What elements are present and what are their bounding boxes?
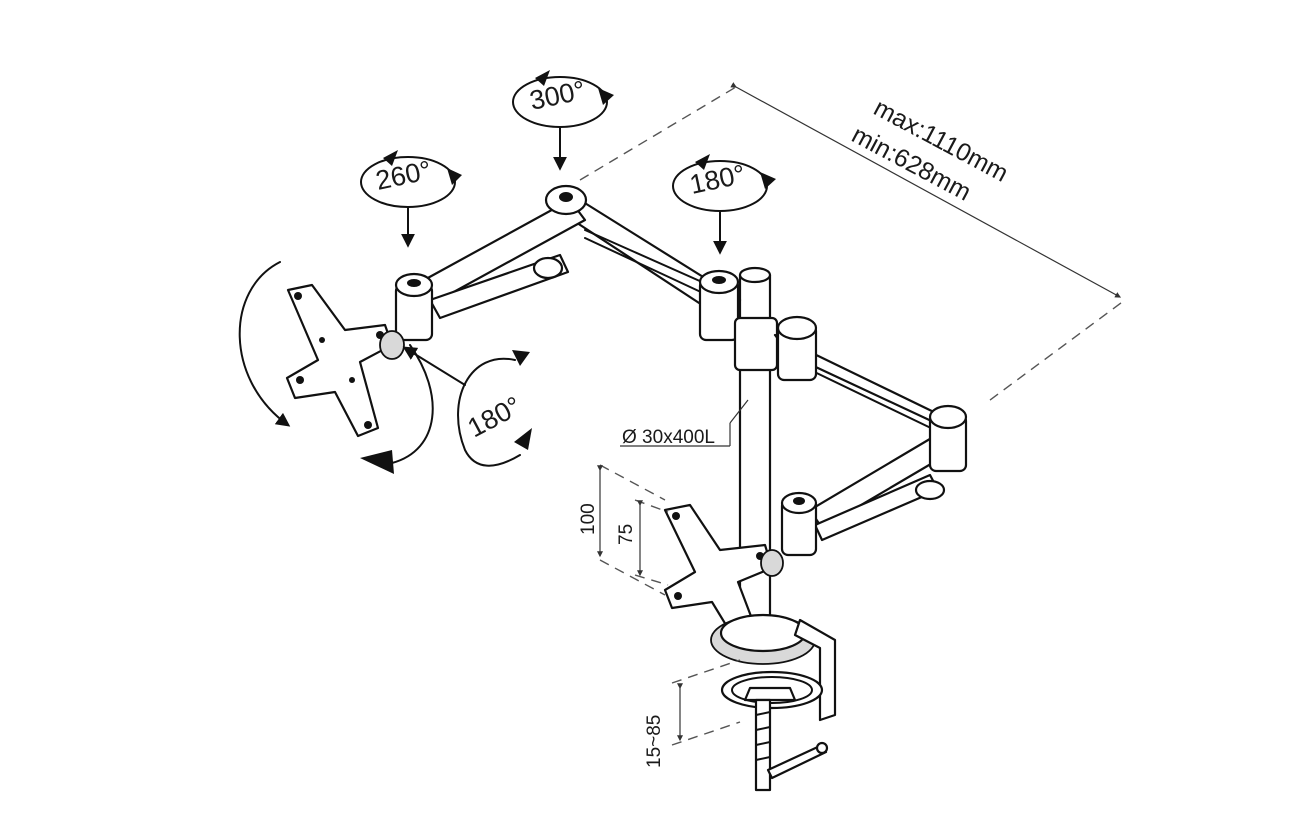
clamp-range-label: 15~85 (644, 715, 665, 768)
tilt-arrow: 180° (402, 346, 532, 467)
right-arm-assembly (773, 315, 968, 557)
vesa-small-label: 75 (616, 524, 637, 545)
tilt-label: 180° (463, 391, 526, 444)
lower-vesa-plate (663, 503, 784, 650)
left-arm-assembly (394, 184, 779, 372)
pole-spec-label: Ø 30x400L (622, 427, 715, 448)
rotation-badge-left: 260° (360, 150, 462, 248)
desk-clamp (710, 613, 837, 792)
reach-dimension: max:1110mm min:628mm (579, 82, 1126, 401)
vesa-large-label: 100 (578, 503, 599, 535)
rotation-badge-right: 180° (672, 154, 776, 255)
rotation-badge-middle: 300° (512, 70, 614, 171)
vesa-dimensions: 100 75 (578, 464, 669, 596)
clamp-range-dimension: 15~85 (644, 659, 741, 768)
left-vesa-plate (285, 283, 405, 438)
swing-rotation-arrow (238, 261, 434, 474)
